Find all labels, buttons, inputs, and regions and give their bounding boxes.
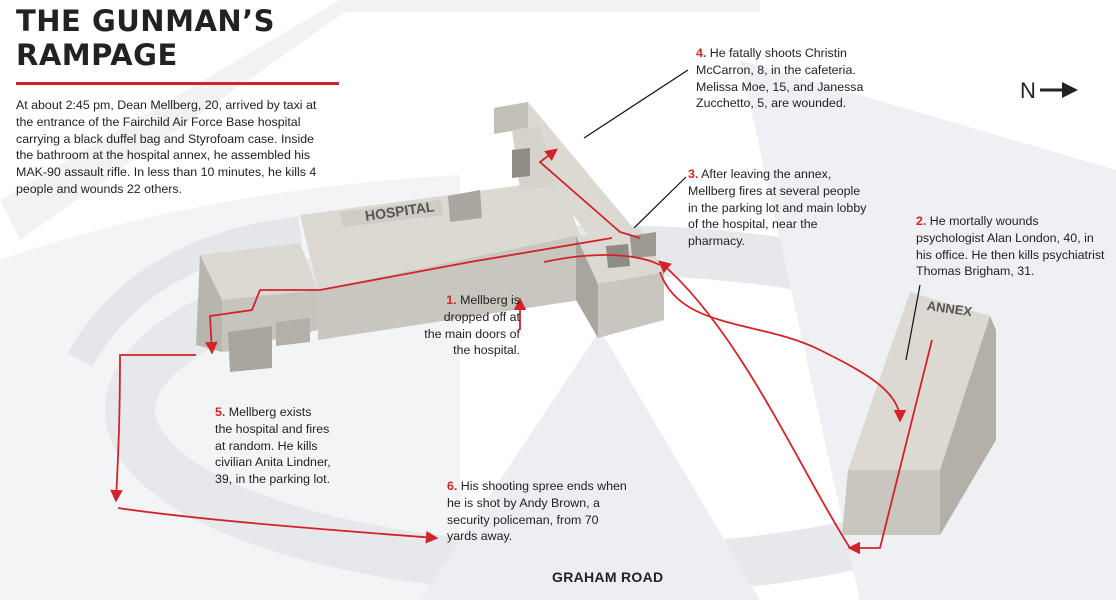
step-5-text: Mellberg exists the hospital and fires a… [215, 405, 331, 487]
page-title: THE GUNMAN’S RAMPAGE [16, 4, 275, 72]
leader-line-3 [633, 176, 687, 229]
step-4-text: He fatally shoots Christin McCarron, 8, … [696, 46, 864, 111]
step-5-annotation: 5. Mellberg exists the hospital and fire… [215, 404, 331, 488]
step-1-annotation: 1. Mellberg is dropped off at the main d… [424, 292, 520, 359]
step-5-number: 5. [215, 405, 226, 419]
step-2-number: 2. [916, 214, 927, 228]
road-label: GRAHAM ROAD [552, 569, 664, 585]
leader-lines [583, 69, 921, 361]
step-2-text: He mortally wounds psychologist Alan Lon… [916, 214, 1105, 279]
title-line-1: THE GUNMAN’S [16, 4, 276, 38]
route-segment-4 [538, 148, 641, 239]
step-3-text: After leaving the annex, Mellberg fires … [688, 167, 867, 249]
route-segment-5 [110, 354, 196, 503]
leader-line-4 [583, 69, 689, 139]
step-3-annotation: 3. After leaving the annex, Mellberg fir… [688, 166, 868, 250]
step-1-text: Mellberg is dropped off at the main door… [424, 293, 520, 358]
step-1-number: 1. [446, 293, 457, 307]
step-6-text: His shooting spree ends when he is shot … [447, 479, 627, 544]
step-6-number: 6. [447, 479, 458, 493]
title-rule [16, 82, 339, 85]
route-segment-annex-return [847, 339, 933, 555]
step-2-annotation: 2. He mortally wounds psychologist Alan … [916, 213, 1106, 280]
north-label: N [1020, 78, 1036, 103]
leader-line-2 [905, 284, 921, 361]
intro-paragraph: At about 2:45 pm, Dean Mellberg, 20, arr… [16, 98, 317, 196]
annex-building [842, 292, 996, 535]
route-segment-6 [117, 507, 439, 544]
route-segment-to-annex [659, 271, 907, 423]
step-4-annotation: 4. He fatally shoots Christin McCarron, … [696, 45, 866, 112]
title-line-2: RAMPAGE [16, 38, 178, 72]
route-segment-entry [543, 254, 661, 266]
rampage-route [110, 148, 933, 555]
hospital-building [196, 102, 664, 372]
north-indicator: N [1020, 78, 1036, 104]
step-6-annotation: 6. His shooting spree ends when he is sh… [447, 478, 627, 545]
route-segment-lobby [205, 237, 613, 355]
step-4-number: 4. [696, 46, 707, 60]
north-arrow-icon [1040, 82, 1078, 98]
route-segment-3 [658, 260, 851, 549]
step-3-number: 3. [688, 167, 699, 181]
